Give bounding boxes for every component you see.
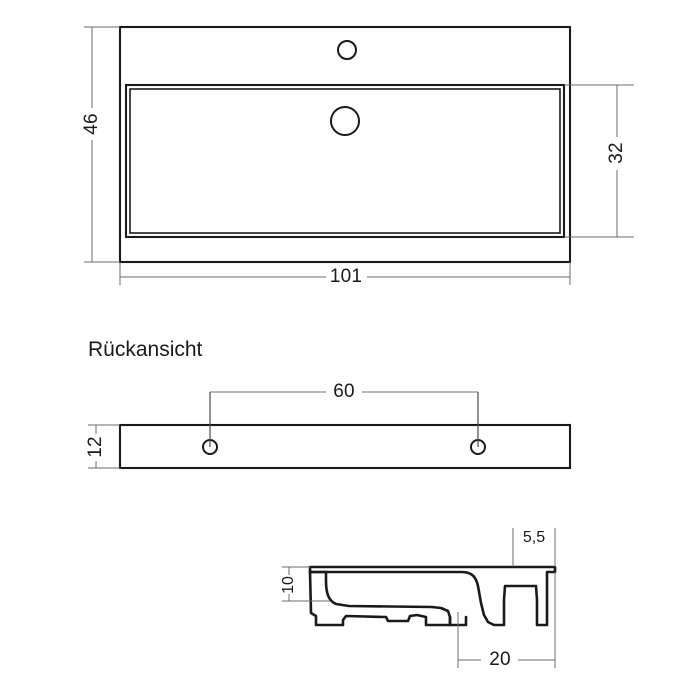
overflow-hole-icon (337, 40, 357, 60)
dimension-32-group: 32 (564, 84, 634, 238)
top-view-basin-outline (124, 83, 566, 239)
section-basin-right-profile (308, 565, 557, 627)
dim-12-label: 12 (85, 436, 106, 458)
tap-hole-icon (330, 106, 360, 136)
rear-view-bar-outline (118, 423, 572, 470)
dimension-12-group: 12 (85, 424, 120, 469)
dimension-60-group: 60 (210, 381, 478, 402)
top-view-basin-inner-outline (129, 88, 561, 234)
dimension-55-group: 5,5 (512, 528, 556, 567)
dim-60-label: 60 (333, 381, 355, 402)
dim-55-label: 5,5 (523, 529, 545, 546)
section-view-group: 5,5 10 20 (280, 528, 557, 670)
dimension-101-group: 101 (119, 262, 571, 287)
rear-view-title: Rückansicht (88, 338, 203, 361)
dim-10-label: 10 (280, 576, 297, 594)
dimension-20-group: 20 (457, 572, 556, 670)
dim-46-label: 46 (81, 113, 102, 135)
dim-101-label: 101 (330, 266, 362, 287)
dim-20-label: 20 (489, 649, 511, 670)
top-view-outer-outline (118, 25, 572, 264)
dimension-10-group: 10 (280, 566, 330, 602)
rear-view-group: Rückansicht 60 12 (85, 338, 572, 470)
dimension-46-group: 46 (81, 26, 120, 263)
dim-32-label: 32 (606, 142, 627, 164)
top-view-group: 46 32 101 (81, 25, 634, 287)
